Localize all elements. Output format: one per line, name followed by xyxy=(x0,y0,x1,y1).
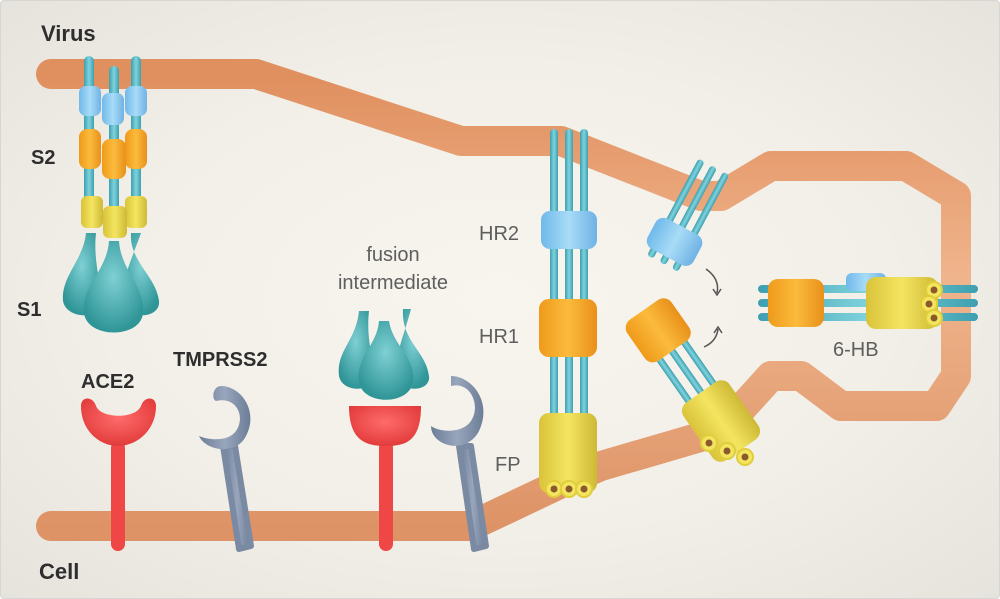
fp-segment xyxy=(866,277,938,329)
tmprss2-head xyxy=(431,376,484,446)
fp-segment xyxy=(103,206,127,238)
fusion-intermediate-complex xyxy=(338,309,489,552)
rotation-arrow-icon xyxy=(703,328,719,348)
ace2-head xyxy=(81,398,156,446)
rotation-arrow-icon xyxy=(705,268,719,294)
hr2-segment xyxy=(102,93,124,125)
label-tmprss2: TMPRSS2 xyxy=(173,349,267,371)
hr2-segment xyxy=(125,86,147,116)
hr2-segment xyxy=(541,211,597,249)
fp-core xyxy=(565,485,573,493)
label-intermediate: intermediate xyxy=(338,272,448,294)
fp-core xyxy=(930,314,938,322)
fp-core xyxy=(930,286,938,294)
tmprss2-protease xyxy=(199,386,254,552)
six-helix-bundle xyxy=(758,273,978,329)
virus-membrane xyxy=(36,59,971,541)
ace2-receptor xyxy=(81,398,156,551)
hr2-segment xyxy=(79,86,101,116)
fp-core xyxy=(550,485,558,493)
arrowhead-icon xyxy=(712,288,722,297)
label-fp: FP xyxy=(495,454,521,476)
membrane-path xyxy=(36,59,971,541)
hr1-segment xyxy=(79,129,101,169)
hr2-segment xyxy=(646,217,703,266)
hr1-segment xyxy=(768,279,824,327)
fp-core xyxy=(580,485,588,493)
extended-intermediate xyxy=(539,129,597,498)
arrowhead-icon xyxy=(713,325,723,334)
label-hr2: HR2 xyxy=(479,223,519,245)
ace2-stalk xyxy=(379,441,393,551)
fp-core xyxy=(925,300,933,308)
label-6hb: 6-HB xyxy=(833,339,879,361)
ace2-head xyxy=(349,406,421,446)
hr1-segment xyxy=(125,129,147,169)
label-cell: Cell xyxy=(39,559,79,584)
fp-segment xyxy=(539,413,597,493)
fp-segment xyxy=(125,196,147,228)
fp-core xyxy=(705,439,713,447)
label-ace2: ACE2 xyxy=(81,371,134,393)
label-s2: S2 xyxy=(31,147,55,169)
label-virus: Virus xyxy=(41,21,96,46)
fp-segment xyxy=(81,196,103,228)
label-fusion: fusion xyxy=(366,244,419,266)
fp-core xyxy=(723,447,731,455)
hr1-segment xyxy=(539,299,597,357)
hr1-segment xyxy=(625,298,691,363)
s1-lobe xyxy=(358,321,414,400)
tmprss2-head xyxy=(199,386,251,450)
folding-intermediate xyxy=(625,159,761,466)
fp-core xyxy=(741,453,749,461)
tmprss2-stalk xyxy=(456,443,489,552)
s1-lobe xyxy=(83,241,144,333)
prefusion-spike xyxy=(62,56,160,333)
hr1-segment xyxy=(102,139,126,179)
label-s1: S1 xyxy=(17,299,41,321)
ace2-stalk xyxy=(111,441,125,551)
label-hr1: HR1 xyxy=(479,326,519,348)
